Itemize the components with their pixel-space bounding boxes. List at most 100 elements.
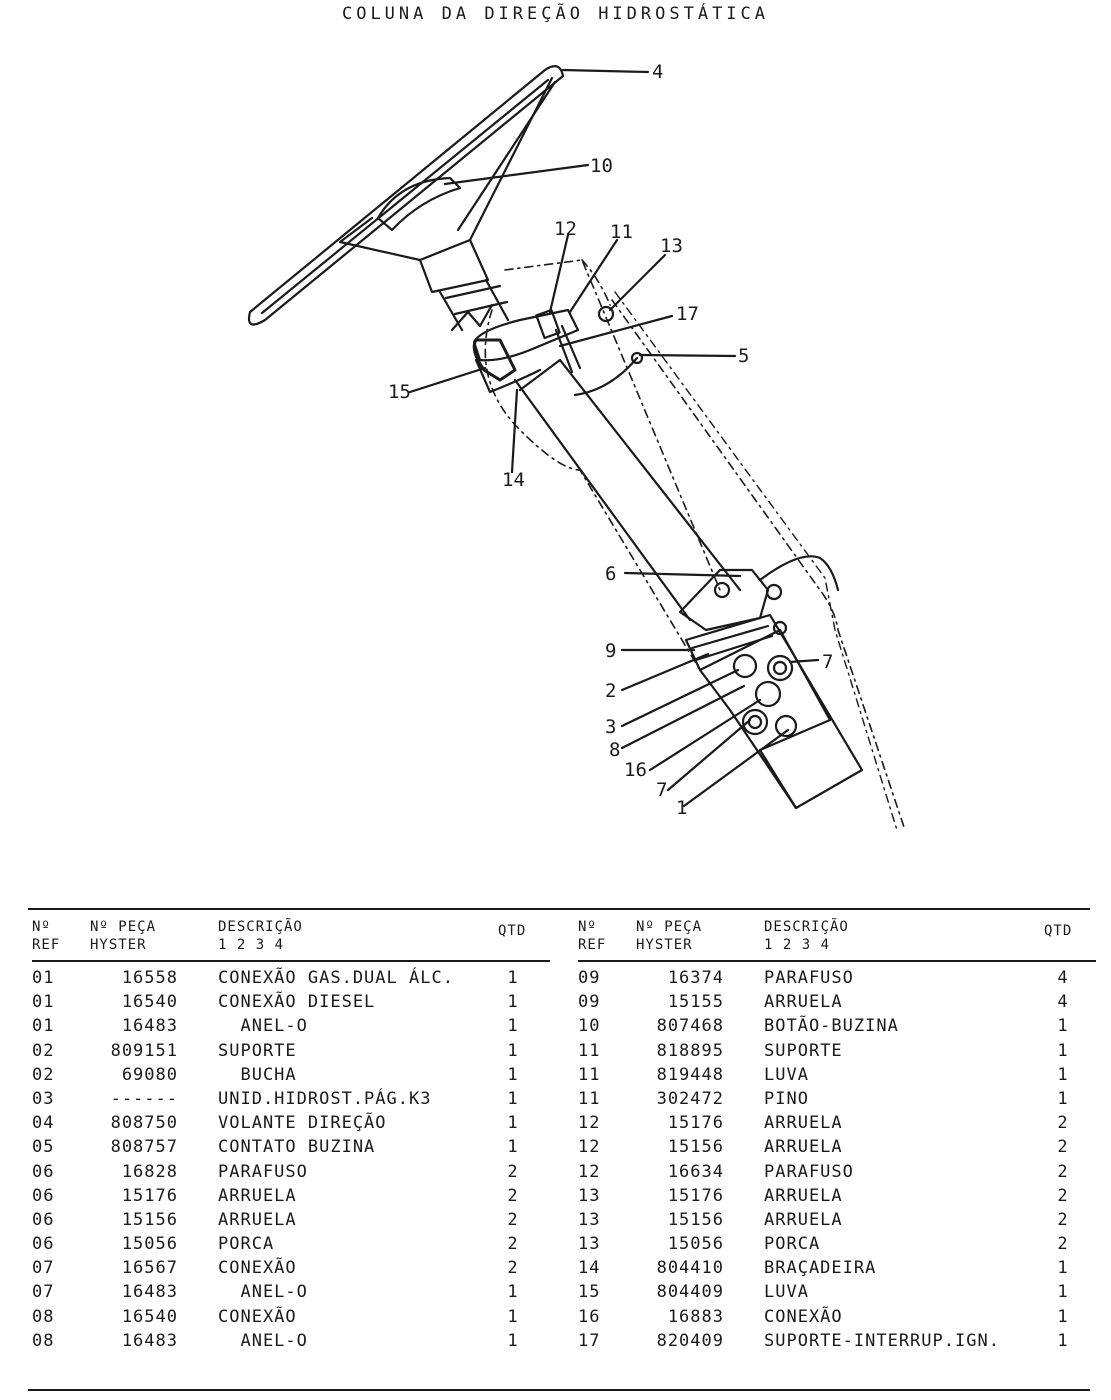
quantity: 1 xyxy=(1057,1282,1069,1303)
quantity: 2 xyxy=(1057,1209,1069,1230)
callout-3: 3 xyxy=(605,716,616,738)
header-part: Nº PEÇA xyxy=(90,919,157,935)
header-ref: Nº xyxy=(32,919,51,935)
quantity: 4 xyxy=(1057,992,1069,1013)
ref-number: 12 xyxy=(578,1161,601,1182)
ref-number: 01 xyxy=(32,1016,55,1037)
part-number: 15176 xyxy=(667,1185,724,1206)
steering-column-diagram: 4 10 12 11 13 17 5 15 14 6 9 2 3 8 16 7 … xyxy=(247,61,906,831)
part-number: 15056 xyxy=(121,1234,178,1255)
description: ARRUELA xyxy=(764,1209,843,1230)
description: ARRUELA xyxy=(764,1113,843,1134)
header-part-sub: HYSTER xyxy=(636,937,693,953)
description: BUCHA xyxy=(218,1064,297,1085)
table-top-rule xyxy=(28,908,1090,910)
header-ref-sub: REF xyxy=(32,937,61,953)
quantity: 1 xyxy=(507,1016,519,1037)
part-number: 69080 xyxy=(121,1064,178,1085)
description: ARRUELA xyxy=(764,1185,843,1206)
ref-number: 06 xyxy=(32,1161,55,1182)
quantity: 2 xyxy=(507,1185,519,1206)
ref-number: 13 xyxy=(578,1234,601,1255)
part-number: 15156 xyxy=(121,1209,178,1230)
ref-number: 10 xyxy=(578,1016,601,1037)
quantity: 2 xyxy=(1057,1113,1069,1134)
description: SUPORTE-INTERRUP.IGN. xyxy=(764,1330,1000,1351)
part-number: 16540 xyxy=(121,992,178,1013)
sleeve-15 xyxy=(472,338,517,382)
callout-2: 2 xyxy=(605,680,616,702)
part-number: 16540 xyxy=(121,1306,178,1327)
part-number: 15176 xyxy=(121,1185,178,1206)
parts-table-right: Nº REF Nº PEÇA HYSTER DESCRIÇÃO 1 2 3 4 … xyxy=(578,912,1098,1353)
ref-number: 17 xyxy=(578,1330,601,1351)
part-number: 808757 xyxy=(110,1137,178,1158)
header-desc-sub: 1 2 3 4 xyxy=(218,937,285,953)
quantity: 4 xyxy=(1057,968,1069,988)
quantity: 1 xyxy=(507,1282,519,1303)
ref-number: 12 xyxy=(578,1113,601,1134)
header-ref-sub: REF xyxy=(578,937,607,953)
description: BOTÃO-BUZINA xyxy=(764,1016,899,1037)
quantity: 2 xyxy=(1057,1137,1069,1158)
column-collar xyxy=(472,308,580,362)
part-number: 16828 xyxy=(121,1161,178,1182)
header-part-sub: HYSTER xyxy=(90,937,147,953)
ref-number: 11 xyxy=(578,1040,601,1061)
description: ARRUELA xyxy=(764,1137,843,1158)
ref-number: 11 xyxy=(578,1064,601,1085)
parts-table-left: Nº REF Nº PEÇA HYSTER DESCRIÇÃO 1 2 3 4 … xyxy=(32,912,552,1353)
ref-number: 06 xyxy=(32,1209,55,1230)
quantity: 1 xyxy=(507,1306,519,1327)
description: UNID.HIDROST.PÁG.K3 xyxy=(218,1088,432,1109)
ref-number: 04 xyxy=(32,1113,55,1134)
quantity: 1 xyxy=(507,1040,519,1061)
description: ANEL-O xyxy=(218,1330,308,1351)
ref-number: 13 xyxy=(578,1185,601,1206)
ref-number: 15 xyxy=(578,1282,601,1303)
part-number: 16374 xyxy=(667,968,724,988)
description: LUVA xyxy=(764,1064,809,1085)
header-part: Nº PEÇA xyxy=(636,919,703,935)
quantity: 1 xyxy=(1057,1258,1069,1279)
ref-number: 02 xyxy=(32,1040,55,1061)
part-number: 819448 xyxy=(656,1064,724,1085)
callout-6: 6 xyxy=(605,563,616,585)
callout-7a: 7 xyxy=(822,651,833,673)
table-row: 11 819448 LUVA 1 xyxy=(578,1063,1098,1087)
quantity: 2 xyxy=(1057,1161,1069,1182)
quantity: 1 xyxy=(1057,1064,1069,1085)
header-qty: QTD xyxy=(1044,923,1073,939)
description: PORCA xyxy=(218,1234,275,1255)
quantity: 2 xyxy=(507,1161,519,1182)
table-header: Nº REF Nº PEÇA HYSTER DESCRIÇÃO 1 2 3 4 … xyxy=(32,912,552,962)
description: PARAFUSO xyxy=(764,968,854,988)
description: ARRUELA xyxy=(218,1185,297,1206)
callout-5: 5 xyxy=(738,345,749,367)
description: CONEXÃO xyxy=(218,1306,297,1327)
callout-17: 17 xyxy=(676,303,699,325)
part-number: 15156 xyxy=(667,1137,724,1158)
header-qty: QTD xyxy=(498,923,527,939)
callout-13: 13 xyxy=(660,235,683,257)
ref-number: 11 xyxy=(578,1088,601,1109)
ref-number: 14 xyxy=(578,1258,601,1279)
part-number: 15155 xyxy=(667,992,724,1013)
quantity: 1 xyxy=(507,1088,519,1109)
description: PORCA xyxy=(764,1234,821,1255)
quantity: 1 xyxy=(507,1113,519,1134)
part-number: 818895 xyxy=(656,1040,724,1061)
